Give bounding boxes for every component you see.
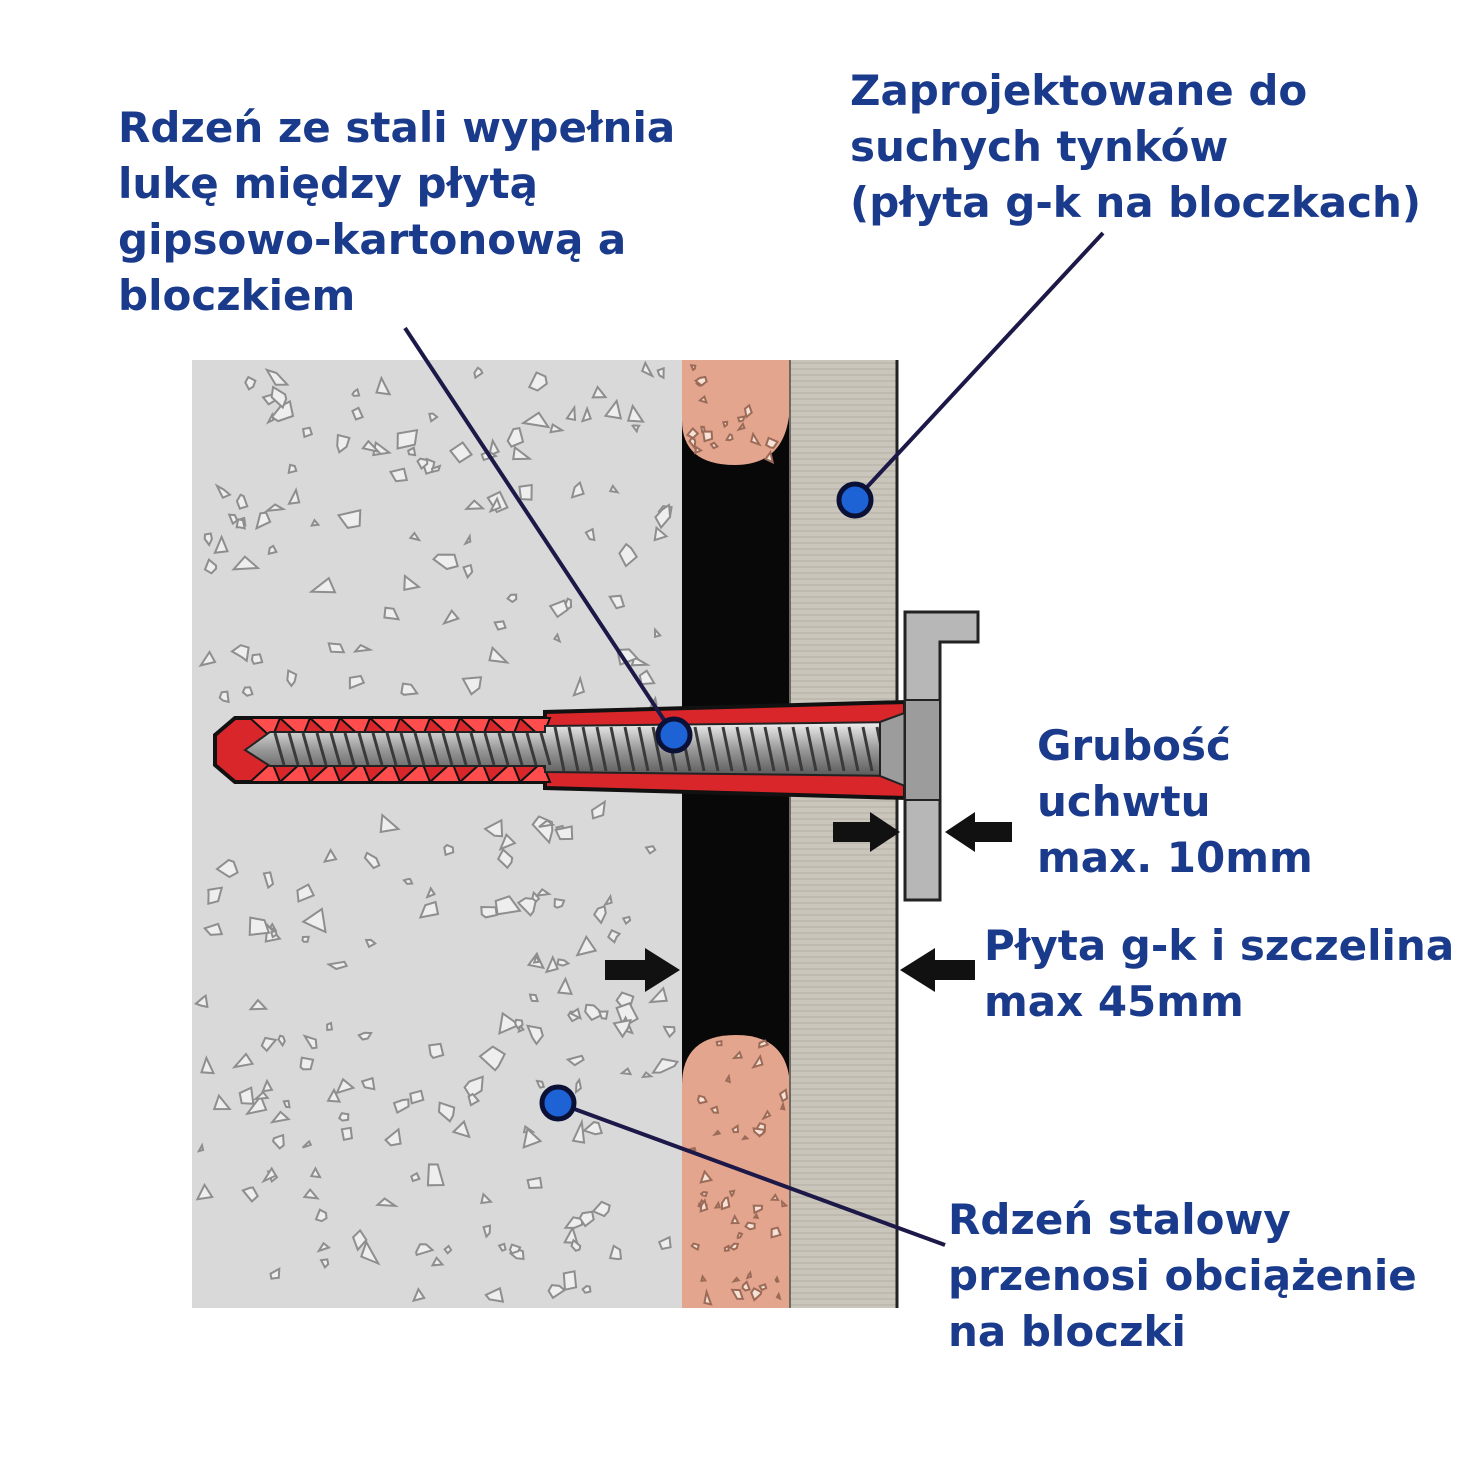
leader-lines bbox=[403, 231, 1105, 1247]
label-steel-core-fills-gap: Rdzeń ze stali wypełnia lukę między płyt… bbox=[118, 103, 676, 320]
thickness-arrows bbox=[833, 812, 1012, 852]
adhesive-dab-top bbox=[682, 360, 790, 465]
concrete-block bbox=[192, 360, 682, 1308]
label-designed-for-dry-plaster: Zaprojektowane do suchych tynków (płyta … bbox=[850, 66, 1422, 227]
label-fixture-thickness: Grubość uchwtu max. 10mm bbox=[1037, 721, 1313, 882]
marker-plasterboard bbox=[836, 481, 874, 519]
adhesive-dab-bottom bbox=[682, 1035, 790, 1308]
marker-block bbox=[539, 1084, 577, 1122]
fixture-bracket bbox=[903, 610, 980, 902]
label-steel-core-transfers-load: Rdzeń stalowy przenosi obciążenie na blo… bbox=[948, 1195, 1417, 1356]
gap-arrows bbox=[605, 948, 975, 992]
marker-steel-core bbox=[655, 716, 693, 754]
label-board-and-gap: Płyta g-k i szczelina max 45mm bbox=[984, 921, 1455, 1026]
